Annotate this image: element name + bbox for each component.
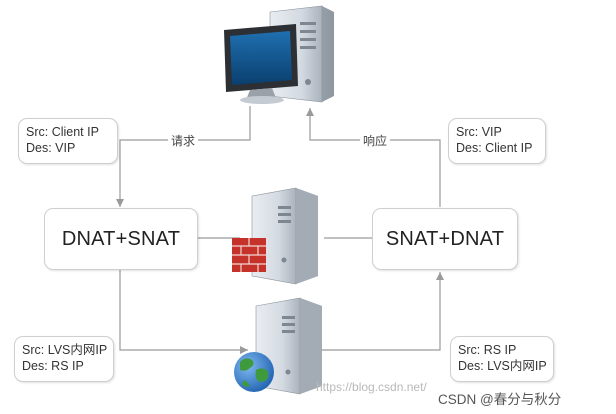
bottom-left-address-box: Src: LVS内网IP Des: RS IP — [14, 336, 114, 382]
top-right-src: Src: VIP — [456, 125, 502, 139]
right-nat-label: SNAT+DNAT — [385, 227, 505, 250]
bottom-right-des: Des: LVS内网IP — [458, 359, 547, 373]
watermark: https://blog.csdn.net/ — [316, 380, 427, 394]
bottom-right-address-box: Src: RS IP Des: LVS内网IP — [450, 336, 554, 382]
top-right-address-box: Src: VIP Des: Client IP — [448, 118, 546, 164]
bottom-left-des: Des: RS IP — [22, 359, 84, 373]
response-arrow — [306, 108, 441, 207]
left-nat-node: DNAT+SNAT — [44, 208, 198, 270]
bottom-right-src: Src: RS IP — [458, 343, 517, 357]
server-globe-icon — [234, 297, 322, 395]
top-left-address-box: Src: Client IP Des: VIP — [18, 118, 118, 164]
bottom-left-src: Src: LVS内网IP — [22, 343, 108, 357]
forward-to-rs-arrow — [119, 270, 248, 354]
response-label: 响应 — [360, 132, 391, 149]
request-label: 请求 — [168, 132, 199, 149]
server-firewall-icon — [232, 187, 318, 285]
right-nat-node: SNAT+DNAT — [372, 208, 518, 270]
request-arrow — [116, 106, 251, 207]
left-nat-label: DNAT+SNAT — [61, 227, 181, 250]
top-left-src: Src: Client IP — [26, 125, 99, 139]
desktop-computer-icon — [224, 5, 334, 104]
rs-return-arrow — [322, 272, 444, 351]
top-left-des: Des: VIP — [26, 141, 76, 155]
top-right-des: Des: Client IP — [456, 141, 533, 155]
csdn-credit: CSDN @春分与秋分 — [438, 392, 562, 407]
